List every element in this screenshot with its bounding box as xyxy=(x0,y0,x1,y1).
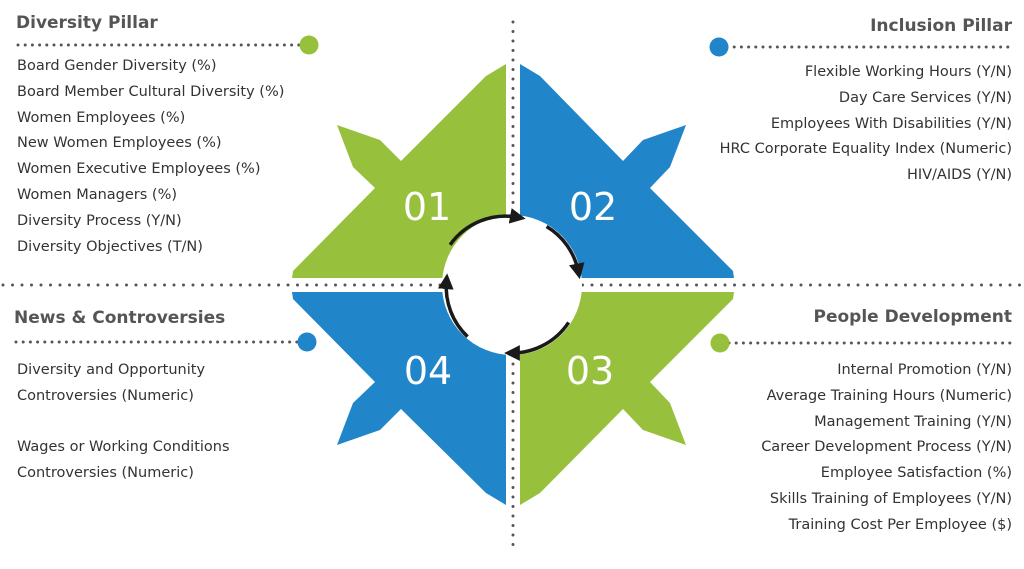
quadrant-01-shape xyxy=(292,64,506,278)
list-item: Diversity Objectives (T/N) xyxy=(17,238,203,255)
list-item: Internal Promotion (Y/N) xyxy=(837,362,1012,378)
list-item: Controversies (Numeric) xyxy=(17,387,194,404)
cycle-arrows-icon xyxy=(437,208,585,361)
list-item: Career Development Process (Y/N) xyxy=(761,439,1012,456)
diversity-dot xyxy=(299,35,319,55)
list-item: New Women Employees (%) xyxy=(17,135,222,152)
quadrant-02-number: 02 xyxy=(569,185,617,229)
list-item: Women Executive Employees (%) xyxy=(17,161,261,178)
list-item: Board Member Cultural Diversity (%) xyxy=(17,83,285,100)
news-dot xyxy=(297,332,317,352)
list-item: Controversies (Numeric) xyxy=(17,465,194,482)
people-development-title: People Development xyxy=(813,307,1012,327)
inclusion-dot xyxy=(709,37,729,57)
quadrant-03-number: 03 xyxy=(566,349,614,393)
list-item: Diversity and Opportunity xyxy=(17,362,206,378)
list-item: HIV/AIDS (Y/N) xyxy=(906,167,1012,184)
list-item: Employees With Disabilities (Y/N) xyxy=(770,115,1012,132)
list-item: Wages or Working Conditions xyxy=(17,439,230,456)
diversity-pillar-list: Board Gender Diversity (%) Board Member … xyxy=(17,54,284,260)
quadrant-03-shape xyxy=(520,292,734,505)
quadrant-02-shape xyxy=(520,64,734,278)
development-dot xyxy=(710,333,730,353)
list-item: Flexible Working Hours (Y/N) xyxy=(804,64,1012,80)
inclusion-pillar-title: Inclusion Pillar xyxy=(870,16,1012,36)
list-item: Management Training (Y/N) xyxy=(814,413,1012,430)
list-item: Diversity Process (Y/N) xyxy=(17,212,182,229)
list-item: HRC Corporate Equality Index (Numeric) xyxy=(719,141,1012,158)
list-item: Women Employees (%) xyxy=(17,109,186,126)
news-controversies-title: News & Controversies xyxy=(14,308,226,328)
diversity-pillar-title: Diversity Pillar xyxy=(16,13,158,33)
list-item: Day Care Services (Y/N) xyxy=(838,89,1012,106)
inclusion-pillar-list: Flexible Working Hours (Y/N) Day Care Se… xyxy=(720,60,1012,189)
quadrant-04-shape xyxy=(292,292,506,505)
list-item: Employee Satisfaction (%) xyxy=(820,465,1012,482)
people-development-list: Internal Promotion (Y/N) Average Trainin… xyxy=(761,358,1012,539)
list-item: Average Training Hours (Numeric) xyxy=(766,387,1012,404)
quadrant-01-number: 01 xyxy=(403,185,451,229)
list-item: Women Managers (%) xyxy=(17,186,178,203)
news-controversies-list: Diversity and Opportunity Controversies … xyxy=(17,358,230,487)
list-item: Skills Training of Employees (Y/N) xyxy=(769,490,1012,507)
list-item: Board Gender Diversity (%) xyxy=(17,58,217,74)
quadrant-04-number: 04 xyxy=(404,349,452,393)
center-disc xyxy=(442,215,582,355)
list-item: Training Cost Per Employee ($) xyxy=(788,516,1012,533)
